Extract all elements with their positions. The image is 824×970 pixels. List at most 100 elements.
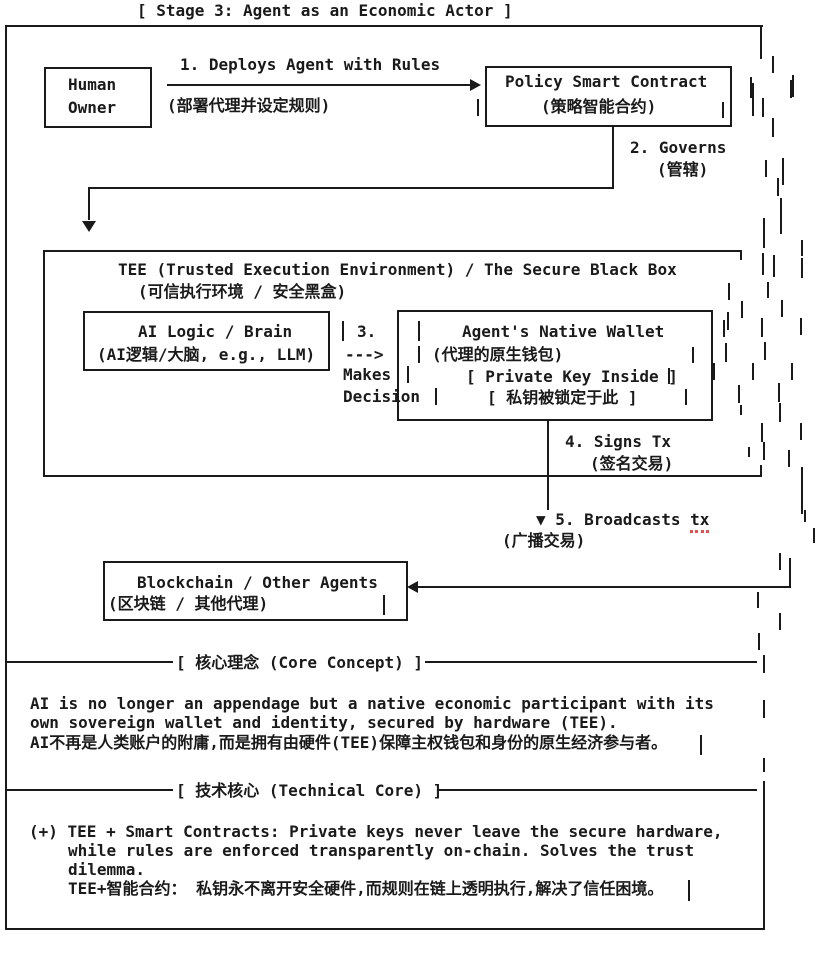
border-dash (692, 347, 694, 363)
border-dash (668, 368, 670, 384)
agent-wallet-label: Agent's Native Wallet (462, 322, 665, 341)
border-dash (435, 388, 437, 405)
border-dash (738, 385, 740, 403)
border-dash (740, 250, 742, 260)
human-owner-label: Human (68, 75, 117, 94)
border-dash (750, 77, 752, 98)
border-dash (779, 613, 781, 630)
border-dash (781, 300, 783, 317)
border-dash (383, 595, 385, 615)
border-dash (801, 467, 803, 514)
border-dash (760, 465, 762, 477)
deploys-edge-label-cn: (部署代理并设定规则) (167, 96, 331, 115)
border-dash (725, 343, 727, 362)
border-dash (700, 735, 702, 755)
border-dash (813, 528, 815, 543)
core-concept-heading: [ 核心理念 (Core Concept) ] (176, 653, 424, 672)
border-dash (772, 56, 774, 73)
governs-line-vertical (612, 127, 614, 188)
border-dash (748, 447, 750, 457)
border-dash (762, 253, 764, 275)
border-dash (758, 633, 760, 650)
border-dash (792, 75, 794, 97)
broadcasts-label-text: 5. Broadcasts (555, 510, 691, 529)
border-dash (791, 363, 793, 380)
policy-contract-box (485, 66, 732, 127)
ai-logic-label: AI Logic / Brain (138, 322, 293, 341)
border-dash (740, 405, 742, 415)
ai-logic-label-cn: (AI逻辑/大脑, e.g., LLM) (97, 345, 316, 364)
policy-contract-label: Policy Smart Contract (505, 72, 708, 91)
governs-edge-label-cn: (管辖) (657, 160, 709, 179)
border-dash (752, 363, 754, 380)
private-key-label: [ Private Key Inside ] (466, 367, 678, 386)
border-dash (757, 592, 759, 608)
tech-divider-left (5, 789, 173, 791)
deploys-edge-label: 1. Deploys Agent with Rules (180, 55, 441, 74)
border-dash (763, 700, 765, 718)
core-concept-text-cn: AI不再是人类账户的附庸,而是拥有由硬件(TEE)保障主权钱包和身份的原生经济参… (30, 733, 668, 752)
border-dash (788, 450, 790, 467)
blockchain-box (103, 561, 408, 621)
blockchain-arrow-line (417, 586, 790, 588)
border-dash (804, 510, 806, 522)
blockchain-label-cn: (区块链 / 其他代理) (108, 594, 269, 613)
blockchain-arrowhead-icon (407, 581, 418, 593)
border-dash (764, 342, 766, 360)
border-dash (763, 781, 765, 798)
border-dash (779, 553, 781, 570)
decision-edge-number: 3. (357, 322, 377, 341)
border-dash (778, 383, 780, 402)
border-dash (800, 423, 802, 440)
core-concept-text-2: own sovereign wallet and identity, secur… (30, 713, 618, 732)
border-dash (763, 218, 765, 248)
border-dash (688, 880, 690, 901)
tee-box-left-border (43, 250, 45, 477)
border-dash (685, 389, 687, 405)
tee-box-top-border (43, 250, 740, 252)
border-dash (722, 102, 724, 118)
border-dash (761, 423, 763, 442)
policy-contract-label-cn: (策略智能合约) (541, 97, 657, 116)
private-key-label-cn: [ 私钥被锁定于此 ] (487, 388, 638, 407)
diagram-title: [ Stage 3: Agent as an Economic Actor ] (137, 1, 513, 20)
border-dash (760, 25, 762, 59)
broadcasts-arrowhead-icon: ▼ (536, 510, 556, 529)
decision-ascii-arrow: ---> (345, 345, 384, 364)
border-dash (741, 301, 743, 318)
tech-divider-right (437, 789, 757, 791)
tee-box-bottom-border (43, 475, 762, 477)
border-dash (418, 321, 420, 341)
border-dash (780, 198, 782, 234)
decision-edge-label: Makes (343, 365, 392, 384)
border-dash (761, 318, 763, 337)
broadcasts-edge-label: ▼ 5. Broadcasts tx (536, 510, 710, 533)
decision-edge-label-2: Decision (343, 387, 421, 406)
border-dash (713, 363, 715, 380)
border-dash (800, 318, 802, 335)
border-dash (477, 99, 479, 116)
tee-subtitle-cn: (可信执行环境 / 安全黑盒) (138, 282, 347, 301)
border-dash (763, 442, 765, 460)
outer-frame (5, 25, 763, 930)
core-divider-right (425, 661, 757, 663)
border-dash (727, 312, 729, 330)
border-dash (801, 240, 803, 256)
border-dash (763, 655, 765, 673)
technical-core-text-2: while rules are enforced transparently o… (68, 841, 695, 860)
governs-edge-label: 2. Governs (630, 138, 727, 157)
core-concept-text-1: AI is no longer an appendage but a nativ… (30, 694, 714, 713)
border-dash (418, 346, 420, 363)
border-dash (407, 366, 409, 383)
technical-core-heading: [ 技术核心 (Technical Core) ] (176, 781, 443, 800)
blockchain-label: Blockchain / Other Agents (137, 573, 378, 592)
border-dash (752, 83, 754, 116)
signs-tx-line (547, 421, 549, 510)
border-dash (762, 98, 764, 117)
border-dash (723, 320, 725, 337)
tee-title: TEE (Trusted Execution Environment) / Th… (118, 260, 677, 279)
broadcasts-edge-label-cn: (广播交易) (502, 531, 586, 550)
border-dash (728, 283, 730, 300)
governs-arrowhead-icon (82, 221, 96, 232)
